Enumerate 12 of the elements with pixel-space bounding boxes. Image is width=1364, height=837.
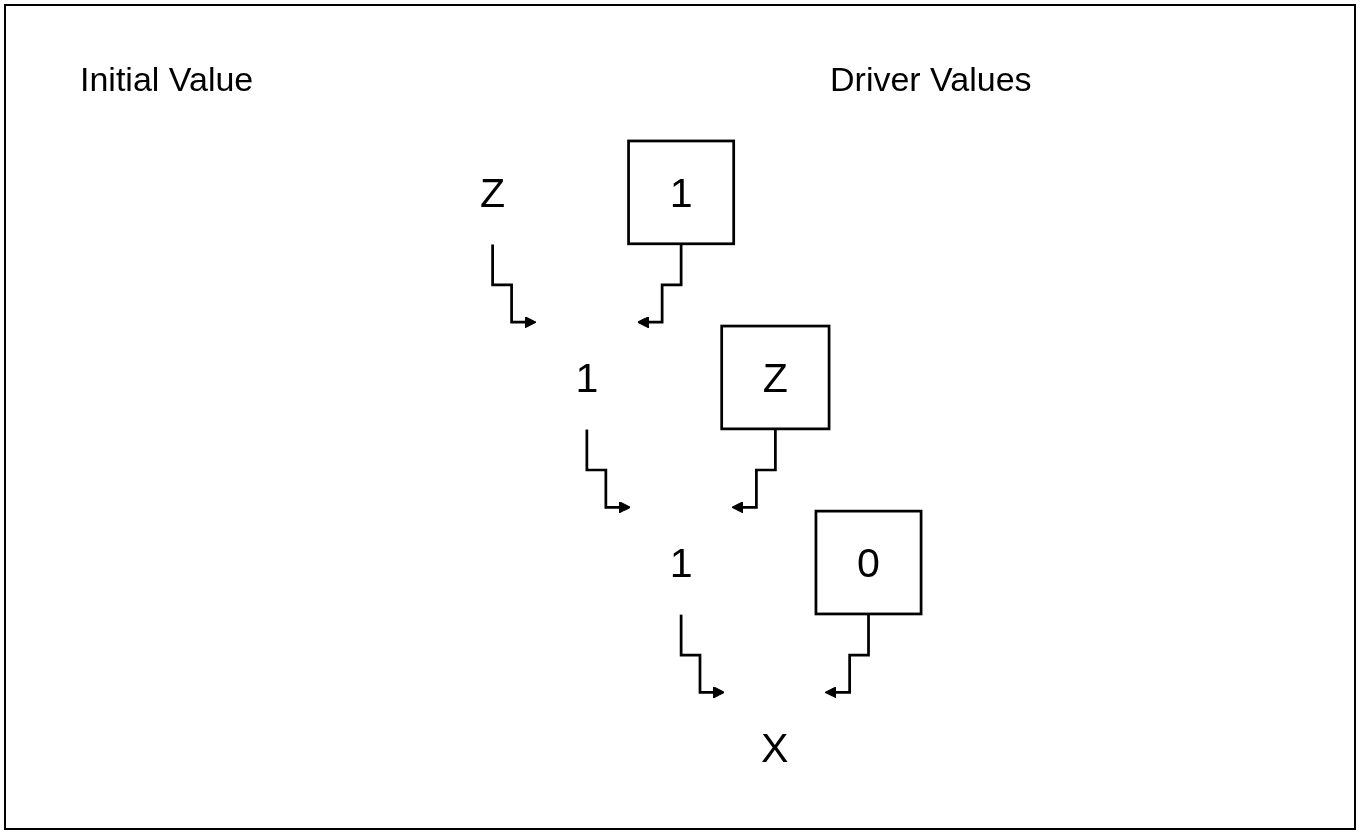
node-text: Z xyxy=(480,169,506,215)
node-text: X xyxy=(761,725,789,771)
arrow xyxy=(679,612,725,699)
node-text: 1 xyxy=(669,539,693,586)
arrow xyxy=(491,242,537,329)
heading-label: Driver Values xyxy=(830,60,1032,99)
node-box: 1 xyxy=(627,139,736,246)
node-box: Z xyxy=(720,324,831,431)
arrow xyxy=(585,427,631,514)
heading-label: Initial Value xyxy=(80,60,254,99)
node-box: 0 xyxy=(814,509,923,616)
node-text: 1 xyxy=(575,354,599,401)
